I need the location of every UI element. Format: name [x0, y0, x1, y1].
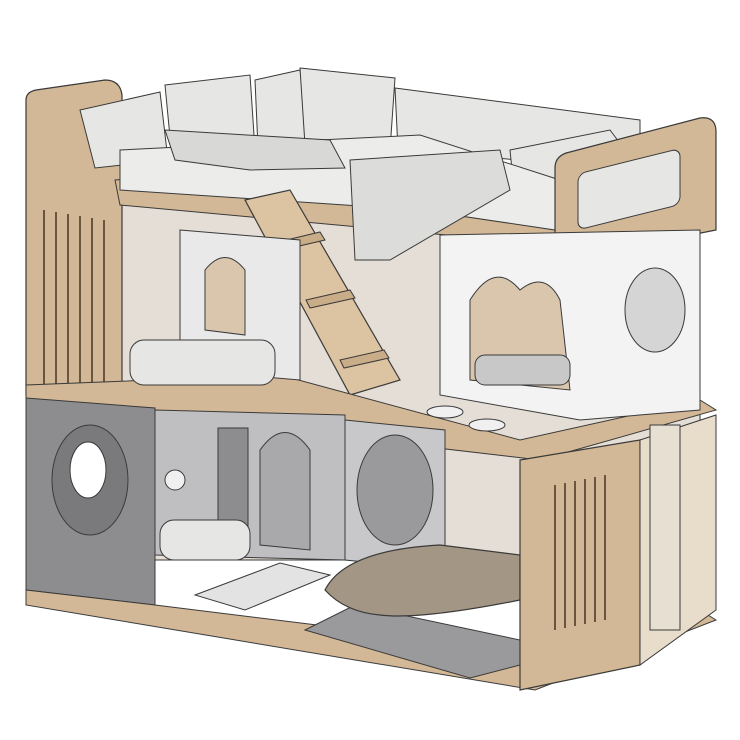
lower-hut-arch: [259, 432, 311, 551]
hut-arch-door: [204, 257, 246, 336]
upper-left-cushion: [129, 339, 276, 386]
rail-window: [577, 149, 681, 229]
gray-panel-hole-opening: [69, 441, 107, 499]
shelf-hole-2: [468, 418, 506, 432]
floor-mat-light: [193, 562, 332, 611]
blanket-left: [164, 129, 346, 171]
lower-hut-window: [217, 427, 249, 529]
lower-cushion: [159, 519, 251, 561]
cabinet-slots: [554, 475, 606, 630]
box-cushion: [474, 354, 571, 386]
right-lower-cabinet: [519, 439, 641, 691]
box-round-hole: [624, 267, 686, 353]
shelf-hole-1: [426, 405, 464, 419]
left-panel-slots: [43, 210, 105, 385]
blanket: [349, 149, 511, 261]
lower-right-hut-hole: [356, 434, 434, 546]
curved-scratcher: [324, 544, 521, 617]
scratching-post: [649, 424, 681, 631]
hanging-pompom: [164, 469, 186, 491]
